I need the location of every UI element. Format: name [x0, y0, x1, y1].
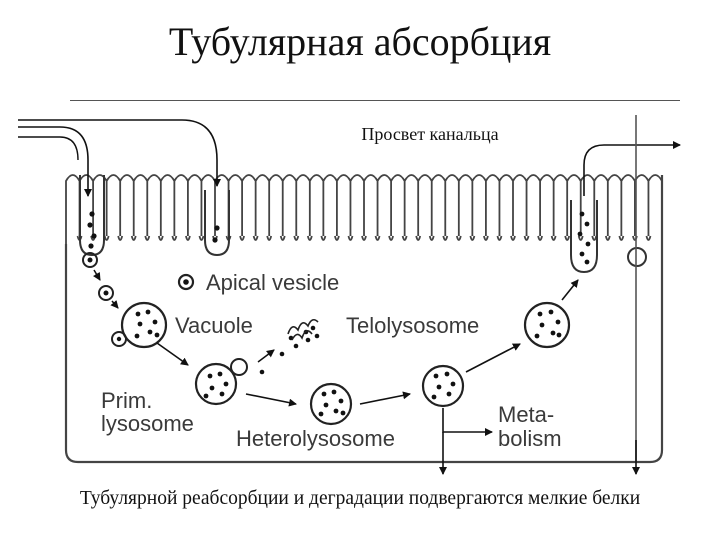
villus-base	[130, 235, 137, 241]
arrow-to-dots	[257, 349, 275, 363]
villus-base	[442, 235, 449, 241]
primary-lysosome-label-line2: lysosome	[101, 411, 194, 436]
endocytic-pit-left	[79, 175, 105, 257]
villus-base	[550, 235, 557, 241]
coiled-filament-icon	[287, 318, 319, 341]
outflow-arrow	[583, 141, 681, 196]
cell-outline	[64, 175, 664, 464]
primary-lysosome-fusion	[194, 358, 248, 406]
villus-base	[361, 235, 367, 241]
arrow-to-heterolysosome	[245, 393, 297, 407]
title-divider	[70, 100, 680, 101]
brush-border-microvilli	[65, 174, 663, 264]
heterolysosome-label: Heterolysosome	[236, 426, 395, 451]
villus-base	[604, 235, 611, 241]
villus-base	[564, 235, 571, 241]
telolysosome	[523, 301, 571, 349]
villus-base	[279, 235, 286, 241]
villus-base	[455, 235, 462, 241]
exocytic-vesicle-right	[570, 200, 598, 274]
villus-base	[347, 235, 354, 241]
arrow-vesicle-1	[92, 269, 101, 281]
villus-base	[618, 235, 625, 241]
apical-vesicle-2	[98, 285, 114, 301]
villus-base	[198, 235, 205, 241]
villus-base	[252, 235, 259, 241]
apical-vesicle-legend	[177, 273, 195, 291]
villus-base	[103, 235, 110, 241]
villus-base	[266, 235, 273, 241]
arrow-to-late-lysosome	[359, 391, 411, 405]
tubule-lumen-label: Просвет канальца	[361, 124, 499, 144]
villus-base	[401, 235, 408, 241]
villus-base	[320, 235, 327, 241]
villus-base	[523, 235, 530, 241]
endocytic-pit-middle	[204, 190, 230, 257]
villus-base	[645, 235, 652, 241]
arrow-to-telolysosome	[465, 343, 521, 373]
villus-base	[185, 235, 191, 241]
villus-base	[415, 235, 422, 241]
villus-base	[306, 235, 313, 241]
arrow-to-metabolism	[442, 408, 493, 436]
vacuole	[111, 301, 168, 349]
metabolism-label-line2: bolism	[498, 426, 562, 451]
villus-base	[388, 235, 394, 241]
villus-base	[428, 235, 435, 241]
arrow-vacuole-to-primary	[156, 342, 189, 366]
small-vesicle-right	[627, 247, 647, 267]
villus-base	[144, 235, 151, 241]
villus-base	[157, 235, 164, 241]
inflow-arrow-2	[18, 136, 79, 161]
villus-base	[483, 235, 489, 241]
villus-base	[496, 235, 503, 241]
villus-base	[334, 235, 340, 241]
villus-base	[293, 235, 300, 241]
slide-caption: Тубулярной реабсорбции и деградации подв…	[79, 488, 641, 509]
primary-lysosome-label-line1: Prim.	[101, 388, 152, 413]
villus-base	[171, 235, 178, 241]
villus-base	[469, 235, 476, 241]
villus-base	[577, 235, 584, 241]
apical-vesicle-label: Apical vesicle	[206, 270, 339, 295]
slide-title: Тубулярная абсорбция	[168, 19, 552, 64]
villus-base	[239, 235, 245, 241]
villus-base	[374, 235, 381, 241]
arrow-vesicle-2	[110, 300, 119, 309]
telolysosome-label: Telolysosome	[346, 313, 479, 338]
villus-base	[117, 235, 124, 241]
villus-base	[537, 235, 543, 241]
microvilli-path	[65, 174, 663, 264]
inflow-arrow-1	[18, 126, 92, 197]
inflow-arrow-3	[18, 119, 221, 187]
villus-base	[510, 235, 516, 241]
late-lysosome	[421, 364, 465, 408]
arrow-to-exocytosis	[561, 279, 579, 301]
metabolism-label-line1: Meta-	[498, 402, 554, 427]
apical-vesicle-1	[82, 252, 98, 268]
vacuole-label: Vacuole	[175, 313, 253, 338]
villus-base	[591, 235, 598, 241]
heterolysosome	[309, 382, 353, 426]
